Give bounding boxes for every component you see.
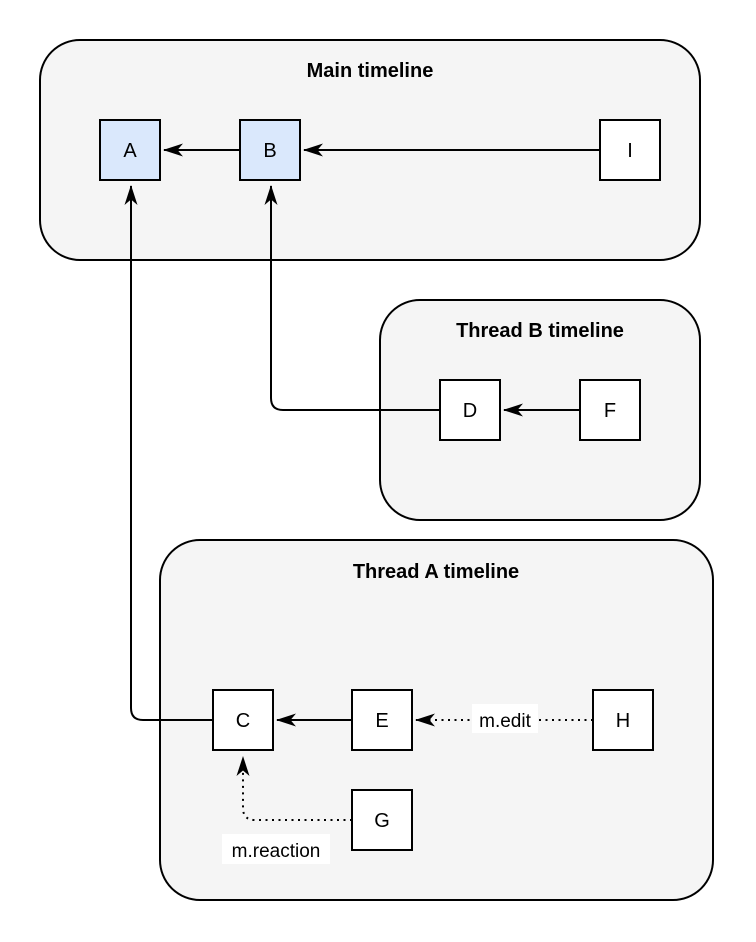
main-timeline-title: Main timeline — [307, 60, 434, 82]
thread-a-timeline-title: Thread A timeline — [353, 561, 519, 583]
node-h: H — [592, 689, 654, 751]
node-d: D — [439, 379, 501, 441]
thread-b-timeline-title: Thread B timeline — [456, 320, 624, 342]
node-i-label: I — [627, 140, 633, 162]
node-b-label: B — [263, 140, 276, 162]
node-i: I — [599, 119, 661, 181]
node-i-box — [599, 119, 661, 181]
node-c: C — [212, 689, 274, 751]
m-reaction-label-text: m.reaction — [232, 841, 321, 862]
edge-label-m-reaction: m.reaction — [222, 834, 330, 864]
node-f-box — [579, 379, 641, 441]
node-e-label: E — [375, 710, 388, 732]
m-edit-label-text: m.edit — [479, 711, 531, 732]
edge-d-to-b — [264, 185, 440, 411]
node-b: B — [239, 119, 301, 181]
m-reaction-label-bg — [222, 834, 330, 864]
node-c-box — [212, 689, 274, 751]
node-a-label: A — [123, 140, 137, 162]
node-b-box — [239, 119, 301, 181]
node-f: F — [579, 379, 641, 441]
edge-label-m-edit: m.edit — [472, 704, 538, 733]
node-c-label: C — [236, 710, 250, 732]
node-e: E — [351, 689, 413, 751]
node-g: G — [351, 789, 413, 851]
node-h-box — [592, 689, 654, 751]
node-d-label: D — [463, 400, 477, 422]
node-h-label: H — [616, 710, 630, 732]
edge-c-to-a — [124, 185, 213, 721]
node-d-box — [439, 379, 501, 441]
node-e-box — [351, 689, 413, 751]
node-g-label: G — [374, 810, 390, 832]
node-g-box — [351, 789, 413, 851]
node-f-label: F — [604, 400, 616, 422]
node-a-box — [99, 119, 161, 181]
m-edit-label-bg — [472, 704, 538, 733]
node-a: A — [99, 119, 161, 181]
